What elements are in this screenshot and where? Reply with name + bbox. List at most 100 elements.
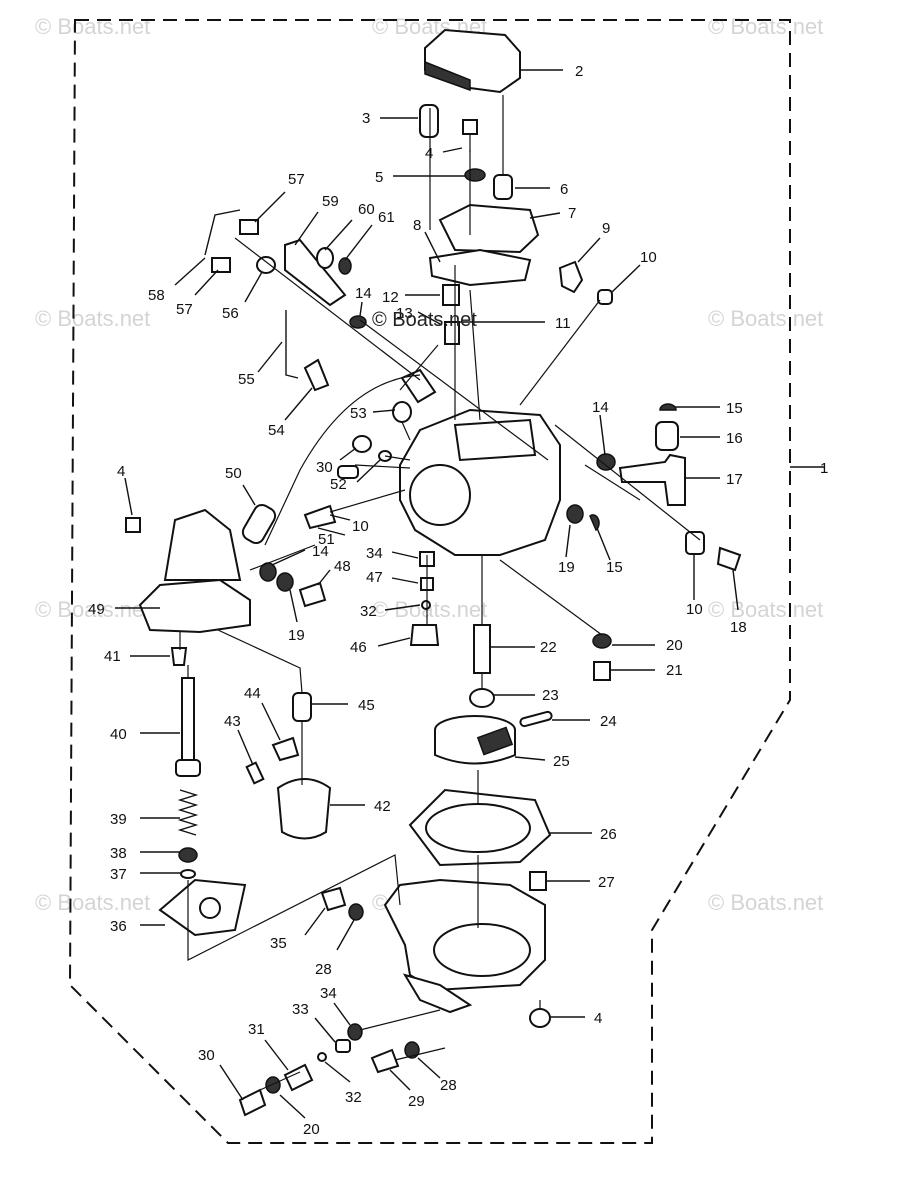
part-oring-32 xyxy=(421,600,431,610)
callout-label: 32 xyxy=(360,603,377,620)
leader-line xyxy=(391,577,419,584)
callout-label: 55 xyxy=(238,371,255,388)
callout-label: 40 xyxy=(110,726,127,743)
leader-line xyxy=(174,257,206,286)
callout-label: 37 xyxy=(110,866,127,883)
callout-label: 51 xyxy=(318,531,335,548)
callout-label: 2 xyxy=(575,63,583,80)
callout-label: 58 xyxy=(148,287,165,304)
parts-layer xyxy=(125,28,742,1117)
callout-label: 41 xyxy=(104,648,121,665)
guide-line xyxy=(429,95,504,421)
leader-line xyxy=(261,702,281,741)
leader-line xyxy=(279,1094,306,1119)
part-pin-24 xyxy=(519,710,553,728)
part-bowl-base xyxy=(402,973,473,1014)
callout-label: 38 xyxy=(110,845,127,862)
leader-line xyxy=(339,447,357,461)
watermark: © Boats.net xyxy=(708,14,823,39)
leader-line xyxy=(514,756,546,761)
callout-label: 30 xyxy=(316,459,333,476)
callout-label: 28 xyxy=(315,961,332,978)
callout-label: 3 xyxy=(362,110,370,127)
callout-label: 10 xyxy=(686,601,703,618)
part-washer-19b xyxy=(276,572,294,592)
leader-line xyxy=(271,549,306,566)
callout-label: 10 xyxy=(640,249,657,266)
callout-label: 12 xyxy=(382,289,399,306)
watermark-center: © Boats.net xyxy=(372,309,477,331)
assembly-boundary xyxy=(68,19,791,1144)
part-choke-plate xyxy=(138,578,251,634)
part-washer-14 xyxy=(349,315,367,329)
callout-label: 4 xyxy=(594,1010,602,1027)
callout-label: 20 xyxy=(666,637,683,654)
part-body-top xyxy=(453,418,537,462)
callout-label: 8 xyxy=(413,217,421,234)
part-plate xyxy=(438,203,540,254)
guide-line xyxy=(259,1009,446,1091)
leader-line xyxy=(264,1039,289,1071)
callout-label: 7 xyxy=(568,205,576,222)
leader-line xyxy=(324,219,353,251)
guide-line xyxy=(399,344,439,391)
callout-label: 15 xyxy=(606,559,623,576)
callout-label: 20 xyxy=(303,1121,320,1138)
callout-label: 42 xyxy=(374,798,391,815)
part-washer-38 xyxy=(178,847,198,863)
part-plunger-head xyxy=(175,759,201,777)
part-screw-18 xyxy=(716,546,742,572)
callout-label: 44 xyxy=(244,685,261,702)
part-gasket-36-hole xyxy=(199,897,221,919)
callout-label: 50 xyxy=(225,465,242,482)
part-screw-4c xyxy=(529,1008,551,1028)
callout-label: 54 xyxy=(268,422,285,439)
part-spring-10c xyxy=(337,465,359,479)
callout-label: 13 xyxy=(396,305,413,322)
part-jet-46 xyxy=(409,624,440,646)
guide-line xyxy=(179,632,189,678)
leader-line xyxy=(257,341,283,373)
leader-line xyxy=(242,484,256,506)
part-washer xyxy=(464,168,486,182)
callout-label: 36 xyxy=(110,918,127,935)
leader-line xyxy=(324,1061,351,1083)
part-clip-57 xyxy=(239,219,259,235)
leader-line xyxy=(442,147,463,153)
part-spring-39 xyxy=(177,789,199,836)
leader-line xyxy=(417,311,443,326)
leader-line xyxy=(732,569,739,611)
callout-label: 27 xyxy=(598,874,615,891)
callout-label: 4 xyxy=(425,145,433,162)
callout-label: 14 xyxy=(312,543,329,560)
part-washer-19 xyxy=(566,504,584,524)
callout-label: 47 xyxy=(366,569,383,586)
part-float-42 xyxy=(276,778,332,840)
part-screw-29 xyxy=(370,1048,400,1074)
part-washer-14b xyxy=(596,453,616,471)
leader-line xyxy=(289,589,298,623)
callout-label: 46 xyxy=(350,639,367,656)
part-oring-32b xyxy=(317,1052,327,1062)
guide-line xyxy=(234,237,549,461)
watermark: © Boats.net xyxy=(708,890,823,915)
leader-line xyxy=(391,551,419,559)
leader-line xyxy=(611,264,641,293)
callout-label: 22 xyxy=(540,639,557,656)
leader-line xyxy=(124,477,133,516)
part-spring xyxy=(597,289,613,305)
part-spring-33 xyxy=(335,1039,351,1053)
callout-label: 10 xyxy=(352,518,369,535)
callout-label: 4 xyxy=(117,463,125,480)
part-screw-51 xyxy=(303,504,337,530)
part-seat-23 xyxy=(469,688,495,708)
leader-line xyxy=(194,269,219,296)
guide-line xyxy=(477,673,483,928)
part-link-rod xyxy=(204,209,241,256)
part-clip-44 xyxy=(271,736,300,762)
callout-label: 29 xyxy=(408,1093,425,1110)
part-eclip-15b xyxy=(589,514,600,532)
part-jet-12 xyxy=(442,284,460,306)
part-oring-37 xyxy=(180,869,196,879)
part-clip-54 xyxy=(303,358,330,392)
